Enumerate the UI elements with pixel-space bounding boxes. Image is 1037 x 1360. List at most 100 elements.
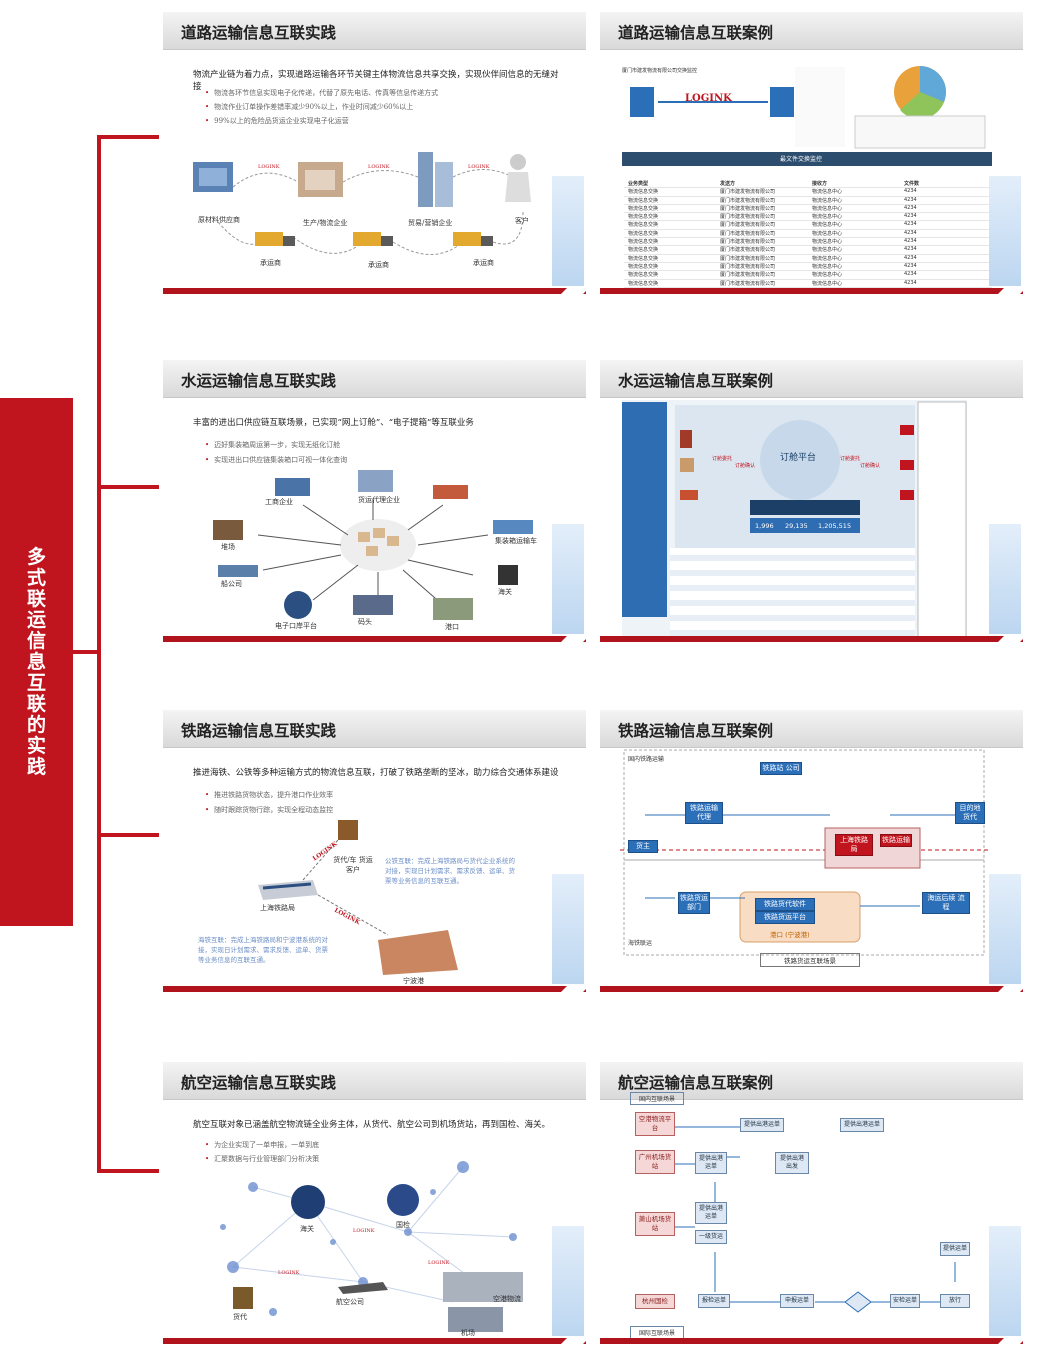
table-cell: 物流信息中心: [812, 263, 843, 270]
sea-rail-note: 海铁互联：完成上海铁路局和宁波港系统的对接，实现日计划需求、需求反馈、运单、货票…: [198, 936, 328, 964]
table-cell: 物流信息中心: [812, 222, 843, 229]
node-airline: 航空公司: [336, 1298, 364, 1306]
rail-scene-label: 铁路货运互联场景: [760, 953, 860, 967]
box-step: 一级货运: [695, 1230, 727, 1244]
table-cell: 物流信息交换: [628, 197, 659, 204]
node-forwarder: 货代: [233, 1313, 247, 1321]
node-shipping-company: 船公司: [221, 580, 242, 588]
card-title: 铁路运输信息互联实践: [181, 722, 337, 740]
stat-value: 29,135: [785, 522, 808, 530]
node-ningbo-port: 宁波港: [403, 977, 424, 985]
box-sea-followup: 海运后续 流程: [922, 892, 970, 914]
box-shanghai-bureau: 上海铁路局: [835, 834, 873, 856]
column-header: 接收方: [812, 181, 828, 187]
table-cell: 厦门市建发物流有限公司: [720, 189, 776, 196]
air-case-card: 航空运输信息互联案例 国内互联场景 国际互联场景 空港物流平台 广州机场货站 萧…: [600, 1062, 1023, 1344]
box-shipper: 货主: [628, 840, 658, 853]
corner-decoration: [989, 524, 1021, 634]
card-title: 航空运输信息互联案例: [618, 1074, 774, 1092]
table-cell: 物流信息中心: [812, 205, 843, 212]
bullet: 迈好集装箱周运第一步，实现无纸化订舱: [205, 440, 340, 450]
table-cell: 物流信息交换: [628, 222, 659, 229]
table-cell: 物流信息交换: [628, 255, 659, 262]
box-port-ningbo: 港口 (宁波港): [770, 931, 810, 939]
card-header: 铁路运输信息互联案例: [600, 710, 1023, 748]
lead-text: 物流产业链为着力点，实现道路运输各环节关键主体物流信息共享交换，实现伙伴间信息的…: [193, 70, 559, 92]
card-header: 道路运输信息互联实践: [163, 12, 586, 50]
table-cell: 厦门市建发物流有限公司: [720, 214, 776, 221]
table-cell: 厦门市建发物流有限公司: [720, 197, 776, 204]
table-cell: 物流信息交换: [628, 189, 659, 196]
table-cell: 4234: [904, 271, 917, 278]
bullet: 物流各环节信息实现电子化传递，代替了原先电话、传真等信息传递方式: [205, 88, 438, 98]
road-practice-card: 道路运输信息互联实践 物流产业链为着力点，实现道路运输各环节关键主体物流信息共享…: [163, 12, 586, 294]
stat-value: 1,996: [755, 522, 774, 530]
node-customs: 海关: [498, 588, 512, 596]
card-header: 水运运输信息互联实践: [163, 360, 586, 398]
node-terminal: 码头: [358, 618, 372, 626]
bracket-branch-water: [97, 485, 159, 489]
domestic-scene-label: 国内互联场景: [630, 1092, 685, 1105]
flow-label: 订舱委托: [712, 456, 733, 462]
card-title: 水运运输信息互联实践: [181, 372, 337, 390]
table-cell: 厦门市建发物流有限公司: [720, 239, 776, 246]
link-label: LOGINK: [353, 1228, 375, 1234]
card-footer-bar: [600, 986, 1023, 992]
edge-label: LOGINK: [258, 164, 280, 170]
table-cell: 4234: [904, 188, 917, 195]
card-header: 航空运输信息互联案例: [600, 1062, 1023, 1100]
box-step: 提供出港运单: [695, 1202, 727, 1224]
exchange-table: 业务类型 发送方 接收方 文件数 物流信息交换厦门市建发物流有限公司物流信息中心…: [624, 180, 992, 294]
flow-label: 订舱委托: [840, 456, 861, 462]
card-title: 铁路运输信息互联案例: [618, 722, 774, 740]
corner-decoration: [552, 524, 584, 634]
stat-value: 1,205,515: [818, 522, 852, 530]
table-cell: 物流信息交换: [628, 205, 659, 212]
table-row: 物流信息交换 厦门市建发物流有限公司 物流信息中心 4234: [624, 221, 992, 230]
lead-text: 丰富的进出口供应链互联场景，已实现“网上订舱”、“电子提箱”等互联业务: [193, 418, 474, 428]
table-cell: 厦门市建发物流有限公司: [720, 222, 776, 229]
box-hangzhou-inspection: 杭州国检: [635, 1294, 675, 1309]
box-rail-freight-dept: 铁路货运 部门: [678, 892, 710, 914]
node-forwarder: 货代/车 货运 客户: [333, 856, 373, 874]
water-practice-card: 水运运输信息互联实践 丰富的进出口供应链互联场景，已实现“网上订舱”、“电子提箱…: [163, 360, 586, 642]
bullet: 推进铁路货物状态，提升港口作业效率: [205, 790, 333, 800]
table-cell: 厦门市建发物流有限公司: [720, 272, 776, 279]
table-cell: 4234: [904, 221, 917, 228]
table-row: 物流信息交换 厦门市建发物流有限公司 物流信息中心 4234: [624, 188, 992, 197]
node-yard: 堆场: [221, 543, 235, 551]
node-carrier: 承运商: [368, 261, 389, 269]
node-railway-bureau: 上海铁路局: [260, 904, 295, 912]
table-cell: 物流信息中心: [812, 189, 843, 196]
table-cell: 物流信息中心: [812, 280, 843, 287]
corner-decoration: [989, 874, 1021, 984]
road-case-visual: [622, 66, 992, 166]
table-cell: 物流信息中心: [812, 197, 843, 204]
table-cell: 物流信息中心: [812, 230, 843, 237]
domestic-rail-label: 国内铁路运输: [628, 756, 665, 763]
box-destination-agent: 目的地货代: [955, 802, 985, 824]
table-cell: 4234: [904, 213, 917, 220]
water-case-screenshot: [622, 400, 967, 642]
node-customs: 海关: [300, 1225, 314, 1233]
table-cell: 物流信息交换: [628, 280, 659, 287]
box-rail-agent-software: 铁路货代软件: [755, 898, 815, 911]
bullet: 汇聚数据与行业管理部门分析决策: [205, 1154, 319, 1164]
card-footer-bar: [600, 288, 1023, 294]
node-truck: 集装箱运输车: [495, 537, 537, 545]
card-header: 铁路运输信息互联实践: [163, 710, 586, 748]
lead-text: 航空互联对象已涵盖航空物流链全业务主体，从货代、航空公司到机场货站，再到国检、海…: [193, 1120, 551, 1130]
water-hub-diagram: [213, 470, 533, 620]
card-footer-bar: [163, 986, 586, 992]
box-xiaoshan-airport: 萧山机场货站: [635, 1212, 675, 1236]
table-cell: 厦门市建发物流有限公司: [720, 230, 776, 237]
table-cell: 厦门市建发物流有限公司: [720, 280, 776, 287]
card-footer-bar: [163, 288, 586, 294]
